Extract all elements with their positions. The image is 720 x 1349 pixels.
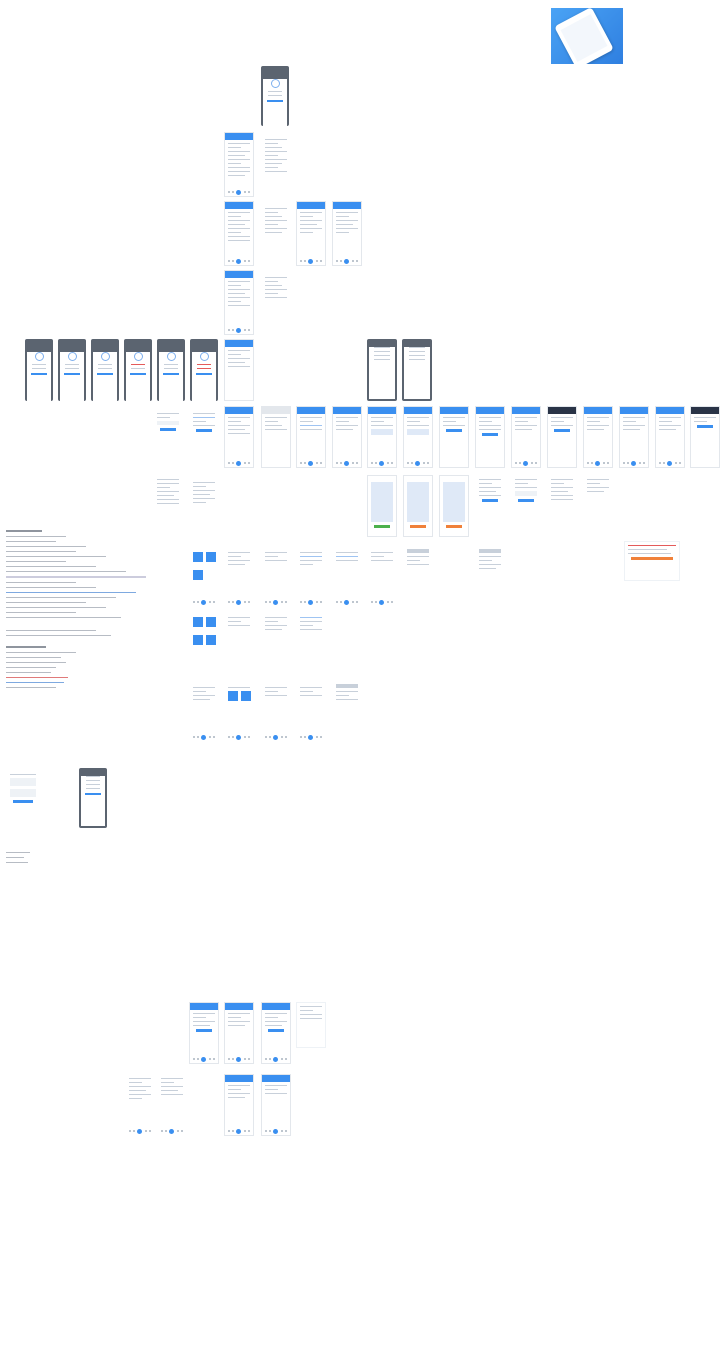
screen-home-1[interactable] xyxy=(224,132,254,197)
screen-main-11[interactable] xyxy=(583,406,613,468)
screen-settings-3[interactable] xyxy=(261,680,291,742)
screen-main-7[interactable] xyxy=(439,406,469,468)
login-form-card[interactable] xyxy=(6,770,40,822)
screen-login-2[interactable] xyxy=(189,406,219,468)
screen-main-9[interactable] xyxy=(511,406,541,468)
screen-main-14[interactable] xyxy=(690,406,720,468)
screen-lower-8[interactable] xyxy=(261,1074,291,1136)
screen-home-4[interactable] xyxy=(224,339,254,401)
phone-onboarding-6[interactable] xyxy=(190,339,218,404)
phone-modal-2[interactable] xyxy=(402,339,432,401)
screen-sub-1[interactable] xyxy=(224,545,254,607)
screen-result-1[interactable] xyxy=(475,475,505,537)
screen-main-4[interactable] xyxy=(332,406,362,468)
screen-detail-1[interactable] xyxy=(296,201,326,266)
screen-sub-4[interactable] xyxy=(332,545,362,607)
screen-result-2[interactable] xyxy=(511,475,541,537)
screen-main-5[interactable] xyxy=(367,406,397,468)
phone-login[interactable] xyxy=(79,768,107,828)
screen-category-2[interactable] xyxy=(189,610,219,672)
screen-lower-4[interactable] xyxy=(296,1002,326,1048)
screen-detail-2[interactable] xyxy=(332,201,362,266)
screen-main-10[interactable] xyxy=(547,406,577,468)
screen-sub-8[interactable] xyxy=(224,610,254,672)
screen-sub-5[interactable] xyxy=(367,545,397,607)
phone-onboarding-5[interactable] xyxy=(157,339,185,404)
screen-lower-1[interactable] xyxy=(189,1002,219,1064)
phone-modal-1[interactable] xyxy=(367,339,397,401)
phone-onboarding-4[interactable] xyxy=(124,339,152,404)
screen-sub-3[interactable] xyxy=(296,545,326,607)
screen-sub-7[interactable] xyxy=(475,545,505,607)
screen-main-6[interactable] xyxy=(403,406,433,468)
screen-sub-6[interactable] xyxy=(403,545,433,607)
popup-dialog[interactable] xyxy=(624,541,680,581)
screen-overlay-3[interactable] xyxy=(439,475,469,537)
screen-main-12[interactable] xyxy=(619,406,649,468)
screen-sub-9[interactable] xyxy=(261,610,291,672)
screen-main-3[interactable] xyxy=(296,406,326,468)
small-notes xyxy=(6,852,76,867)
screen-main-1[interactable] xyxy=(224,406,254,468)
screen-main-8[interactable] xyxy=(475,406,505,468)
screen-lower-2[interactable] xyxy=(224,1002,254,1064)
documentation-notes xyxy=(6,530,146,692)
screen-list-plain-1[interactable] xyxy=(261,132,291,197)
screen-settings-1[interactable] xyxy=(189,680,219,742)
screen-result-3[interactable] xyxy=(547,475,577,537)
screen-list-plain-3[interactable] xyxy=(261,270,291,335)
screen-home-2[interactable] xyxy=(224,201,254,266)
screen-settings-4[interactable] xyxy=(296,680,326,742)
screen-overlay-1[interactable] xyxy=(367,475,397,537)
screen-overlay-2[interactable] xyxy=(403,475,433,537)
phone-onboarding-3[interactable] xyxy=(91,339,119,404)
phone-screen-splash[interactable] xyxy=(261,66,289,129)
screen-lower-3[interactable] xyxy=(261,1002,291,1064)
hero-device-image xyxy=(551,8,623,64)
screen-lower-7[interactable] xyxy=(224,1074,254,1136)
phone-icon xyxy=(554,8,614,64)
screen-list-plain-2[interactable] xyxy=(261,201,291,266)
screen-sketch[interactable] xyxy=(153,475,183,519)
screen-home-3[interactable] xyxy=(224,270,254,335)
screen-category-1[interactable] xyxy=(189,545,219,607)
screen-sub-10[interactable] xyxy=(296,610,326,672)
screen-sub-2[interactable] xyxy=(261,545,291,607)
screen-settings-5[interactable] xyxy=(332,680,362,742)
screen-main-13[interactable] xyxy=(655,406,685,468)
screen-login-1[interactable] xyxy=(153,406,183,468)
phone-onboarding-1[interactable] xyxy=(25,339,53,404)
screen-settings-2[interactable] xyxy=(224,680,254,742)
screen-lower-6[interactable] xyxy=(157,1074,187,1136)
screen-lower-5[interactable] xyxy=(125,1074,155,1136)
screen-result-4[interactable] xyxy=(583,475,613,515)
phone-onboarding-2[interactable] xyxy=(58,339,86,404)
screen-main-2[interactable] xyxy=(261,406,291,468)
screen-form-1[interactable] xyxy=(189,475,219,537)
